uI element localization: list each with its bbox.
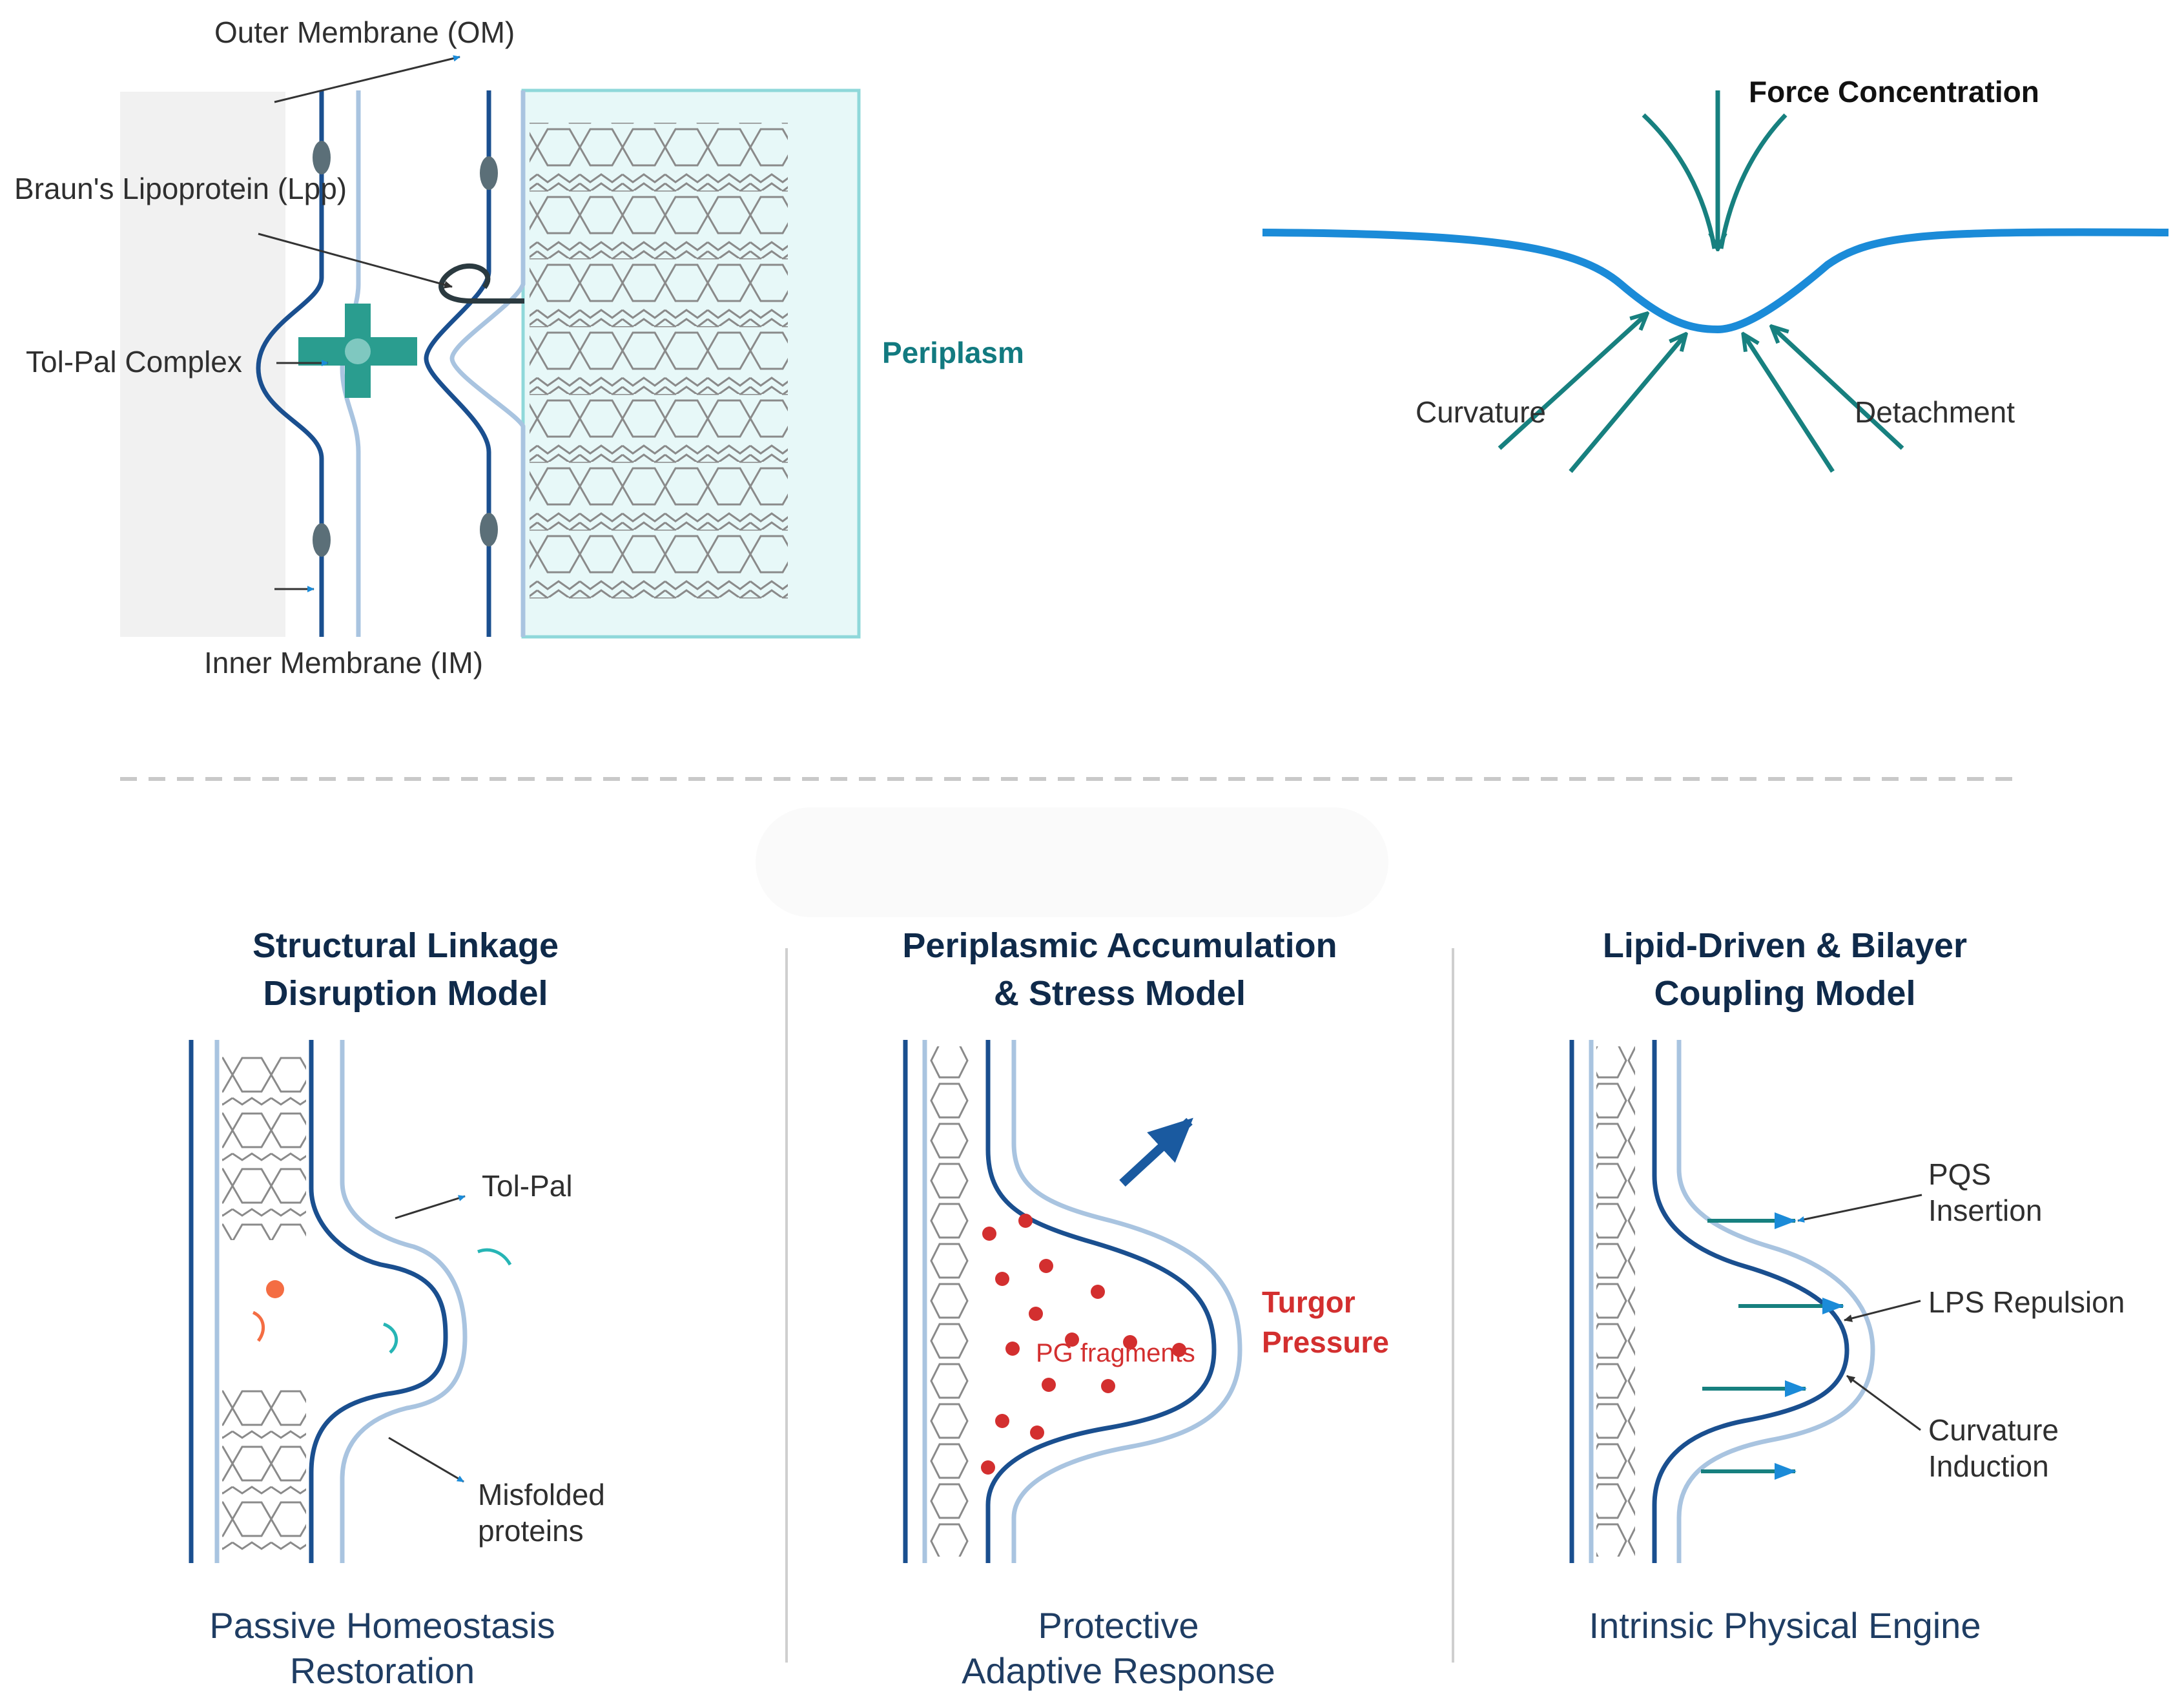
misfolded-annotation-2: proteins [478,1514,584,1548]
pg-fragment-dots [981,1214,1186,1475]
pg-dot [981,1460,995,1475]
envelope-schematic: Outer Membrane (OM) Braun's Lipoprotein … [14,16,1024,679]
pg-dot [1123,1335,1137,1349]
misfolded-protein-dot [266,1280,284,1298]
pg-dot [982,1227,996,1241]
pg-dot [1042,1378,1056,1392]
membrane-protein [313,141,331,174]
turgor-label-1: Turgor [1262,1285,1355,1319]
lps-pointer [1844,1300,1921,1322]
tol-pal-cross [298,304,417,398]
model3-inner-membrane [1652,1040,1849,1563]
periplasm-label: Periplasm [882,336,1024,369]
model2-title-line1: Periplasmic Accumulation [902,926,1337,965]
model3-caption-line1: Intrinsic Physical Engine [1589,1605,1981,1646]
lipoprotein-label: Braun's Lipoprotein (Lpp) [14,172,347,205]
pg-dot [1091,1285,1105,1299]
pqs-label-1: PQS [1928,1157,1991,1191]
model-structural-linkage: Structural Linkage Disruption Model Tol-… [189,926,605,1691]
force-arrow-left [1642,113,1717,249]
model2-inner-membrane [985,1040,1217,1563]
outer-membrane-label: Outer Membrane (OM) [214,16,515,49]
model3-pg-column [1596,1046,1635,1557]
pg-dot [1005,1342,1020,1356]
fragment-teal [477,1248,512,1266]
model2-title-line2: & Stress Model [994,974,1246,1013]
force-label: Force Concentration [1749,75,2039,109]
membrane-protein [480,156,498,190]
pg-dot [1172,1343,1186,1357]
pg-dot [1018,1214,1033,1228]
detachment-arrow-1 [1744,335,1835,473]
model3-title-line2: Coupling Model [1654,974,1916,1013]
membrane-protein [313,523,331,557]
force-diagram: Force Concentration Curvature Detachment [1262,75,2169,473]
lpp-leader [258,233,453,289]
pg-dot [1030,1425,1044,1440]
om-leader [274,55,460,103]
lps-label: LPS Repulsion [1928,1285,2125,1319]
pg-dot [995,1414,1009,1428]
inner-membrane-label: Inner Membrane (IM) [204,646,483,679]
curvature-label-1: Curvature [1928,1413,2059,1447]
outer-membrane-line [256,90,324,637]
model1-caption-line1: Passive Homeostasis [209,1605,555,1646]
model1-pg-upper [222,1053,306,1240]
peptidoglycan-mesh [530,123,788,601]
model1-caption-line2: Restoration [290,1650,475,1691]
lipoprotein-loop [438,263,524,304]
faint-banner [756,807,1388,917]
membrane-protein [480,513,498,546]
turgor-label-2: Pressure [1262,1325,1389,1359]
model3-title-line1: Lipid-Driven & Bilayer [1603,926,1967,965]
tol-pal-label: Tol-Pal Complex [26,345,242,378]
misfolded-pointer [388,1436,464,1483]
expansion-arrow [1119,1117,1193,1187]
curvature-pointer [1846,1374,1921,1431]
pg-dot [1101,1379,1115,1393]
curvature-arrow-1 [1498,314,1647,450]
fragment-teal [382,1322,398,1354]
tolpal-pointer [395,1195,466,1219]
curvature-label: Curvature [1416,395,1546,429]
model2-caption-line2: Adaptive Response [962,1650,1275,1691]
pg-dot [1029,1307,1043,1321]
curvature-arrow-2 [1569,335,1685,473]
misfolded-annotation-1: Misfolded [478,1478,605,1511]
model1-title-line2: Disruption Model [263,974,548,1013]
detachment-arrow-2 [1772,327,1904,450]
model2-inner-leaflet [1011,1040,1242,1563]
model-periplasmic-accumulation: Periplasmic Accumulation & Stress Model … [902,926,1389,1691]
model-lipid-driven: Lipid-Driven & Bilayer Coupling Model PQ… [1569,926,2125,1646]
fragment-orange [252,1311,265,1342]
curvature-label-2: Induction [1928,1449,2049,1483]
pg-fragments-label: PG fragments [1036,1339,1195,1367]
detachment-label: Detachment [1855,395,2015,429]
model1-pg-lower [222,1389,306,1550]
model2-pg-column [930,1046,969,1557]
pg-dot [1065,1332,1079,1347]
pg-dot [1039,1259,1053,1273]
pg-dot [995,1272,1009,1286]
model1-inner-leaflet [340,1040,468,1563]
force-arrow-right [1718,113,1787,249]
pqs-pointer [1797,1194,1922,1223]
model1-inner-membrane [309,1040,448,1563]
tolpal-annotation: Tol-Pal [482,1169,573,1203]
model3-inner-leaflet [1676,1040,1875,1563]
model1-title-line1: Structural Linkage [252,926,559,965]
model2-caption-line1: Protective [1038,1605,1199,1646]
deformed-membrane [1262,228,2169,334]
pqs-label-2: Insertion [1928,1194,2042,1227]
inner-membrane-line [424,90,491,637]
